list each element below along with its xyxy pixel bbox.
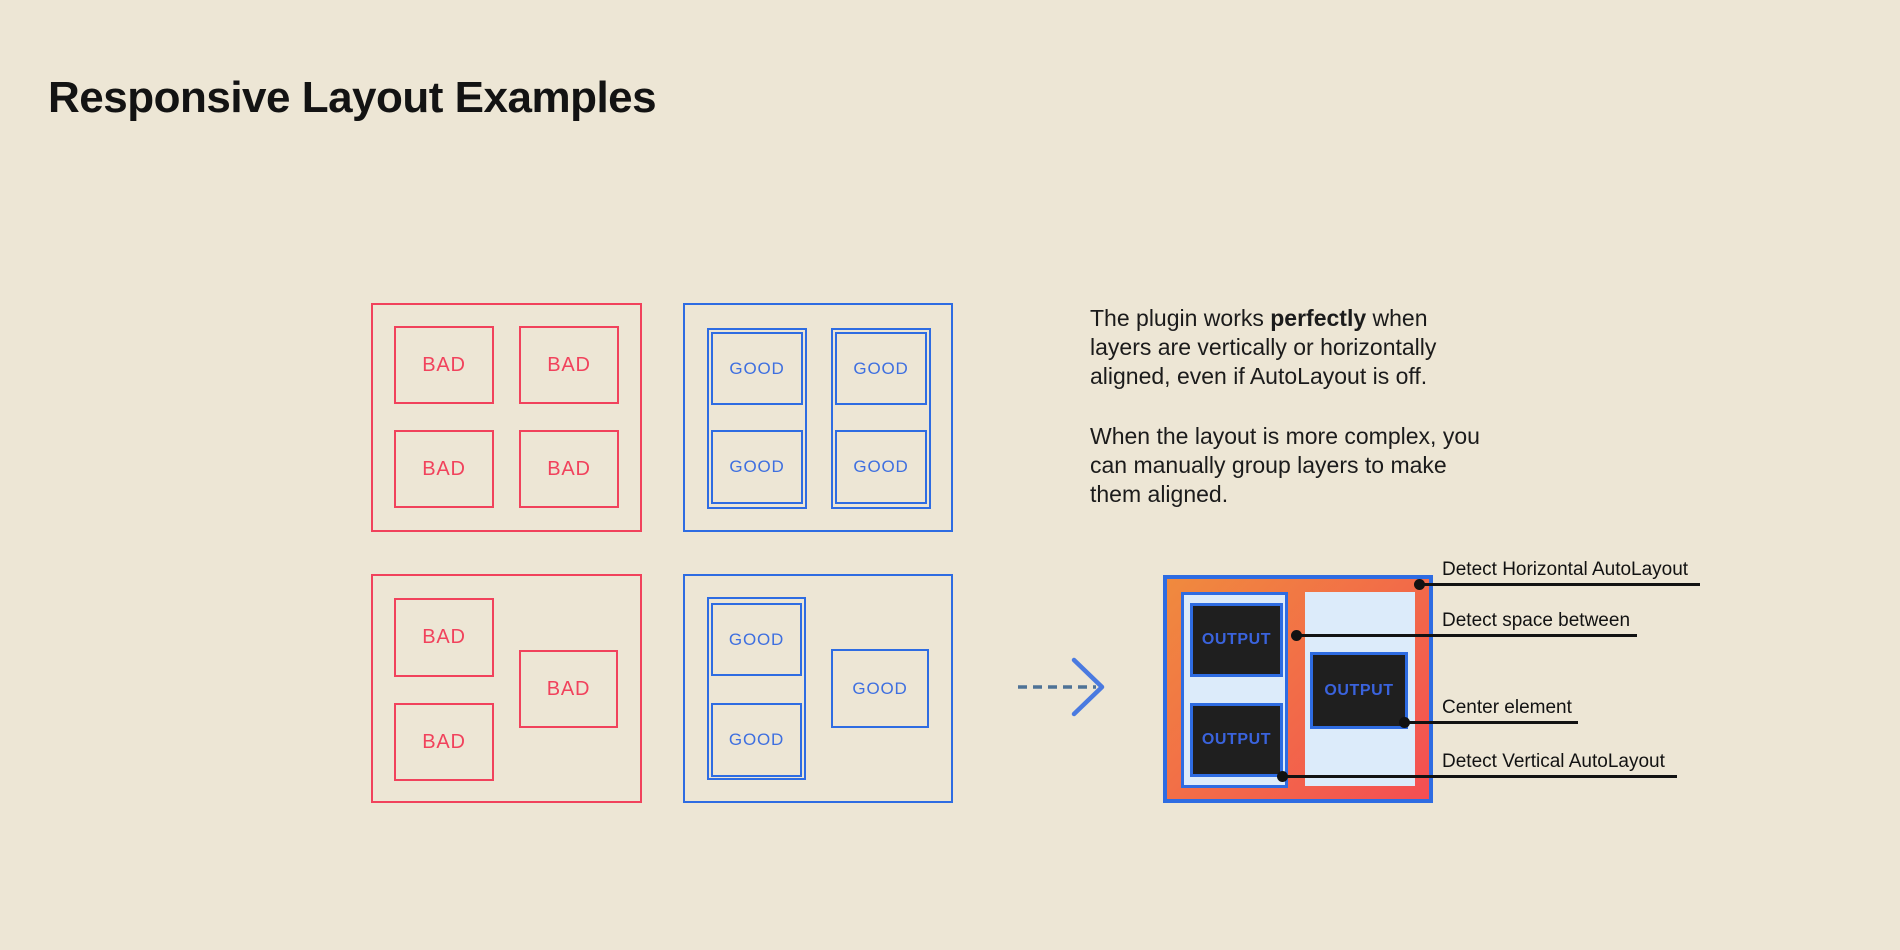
good-box: GOOD bbox=[835, 332, 927, 405]
good-label: GOOD bbox=[729, 457, 785, 476]
bad-label: BAD bbox=[422, 457, 466, 480]
annotation-label: Detect Vertical AutoLayout bbox=[1442, 751, 1665, 772]
annotation-label: Detect space between bbox=[1442, 610, 1631, 631]
bad-label: BAD bbox=[422, 730, 466, 753]
description-text-segment: when layers are vertically or horizontal… bbox=[1090, 305, 1437, 389]
output-label: OUTPUT bbox=[1324, 681, 1394, 699]
bad-box: BAD bbox=[519, 430, 619, 508]
good-box: GOOD bbox=[711, 603, 802, 676]
good-label: GOOD bbox=[853, 358, 909, 378]
good-label: GOOD bbox=[728, 730, 785, 749]
bad-box: BAD bbox=[394, 703, 494, 781]
good-label: GOOD bbox=[853, 457, 909, 476]
annotation-line bbox=[1282, 775, 1677, 778]
arrow-icon bbox=[1018, 657, 1105, 717]
bad-label: BAD bbox=[546, 677, 591, 700]
good-box: GOOD bbox=[835, 430, 927, 504]
annotation-label: Center element bbox=[1442, 697, 1572, 718]
output-label: OUTPUT bbox=[1201, 631, 1272, 648]
description-bold-segment: perfectly bbox=[1270, 305, 1367, 331]
annotation-label: Detect Horizontal AutoLayout bbox=[1442, 559, 1689, 580]
bad-label: BAD bbox=[422, 353, 466, 376]
bad-box: BAD bbox=[394, 326, 494, 404]
output-box: OUTPUT bbox=[1190, 703, 1283, 777]
good-label: GOOD bbox=[852, 678, 908, 698]
good-box: GOOD bbox=[711, 332, 803, 405]
output-box-centered: OUTPUT bbox=[1310, 652, 1408, 729]
bad-box: BAD bbox=[394, 430, 494, 508]
vertical-autolayout-panel: OUTPUT OUTPUT bbox=[1181, 592, 1288, 788]
good-group-wrapper: GOOD GOOD bbox=[707, 328, 807, 509]
bad-example-grid: BAD BAD BAD BAD bbox=[371, 303, 642, 532]
bad-label: BAD bbox=[547, 353, 591, 376]
bad-box: BAD bbox=[519, 326, 619, 404]
annotation-line bbox=[1404, 721, 1578, 724]
good-example-grid: GOOD GOOD GOOD GOOD bbox=[683, 303, 953, 532]
good-box: GOOD bbox=[711, 703, 802, 777]
good-group-wrapper: GOOD GOOD bbox=[707, 597, 806, 780]
description-paragraph-1: The plugin works perfectly when layers a… bbox=[1090, 304, 1490, 391]
description-text-segment: The plugin works bbox=[1090, 305, 1271, 331]
good-label: GOOD bbox=[729, 358, 785, 378]
good-label: GOOD bbox=[728, 629, 785, 649]
bad-label: BAD bbox=[422, 626, 466, 648]
output-label: OUTPUT bbox=[1201, 731, 1272, 748]
bad-box: BAD bbox=[519, 650, 618, 728]
output-preview: OUTPUT OUTPUT OUTPUT bbox=[1163, 575, 1433, 803]
annotation-line bbox=[1296, 634, 1637, 637]
description-paragraph-2: When the layout is more complex, you can… bbox=[1090, 423, 1480, 507]
annotation-line bbox=[1419, 583, 1700, 586]
good-box: GOOD bbox=[831, 649, 929, 728]
good-box: GOOD bbox=[711, 430, 803, 504]
description-text: The plugin works perfectly when layers a… bbox=[1090, 304, 1490, 509]
good-group-wrapper: GOOD GOOD bbox=[831, 328, 931, 509]
bad-box: BAD bbox=[394, 598, 494, 677]
page-title: Responsive Layout Examples bbox=[48, 73, 657, 123]
bad-label: BAD bbox=[547, 457, 591, 480]
output-box: OUTPUT bbox=[1190, 603, 1283, 677]
good-example-complex: GOOD GOOD GOOD bbox=[683, 574, 953, 803]
bad-example-complex: BAD BAD BAD bbox=[371, 574, 642, 803]
